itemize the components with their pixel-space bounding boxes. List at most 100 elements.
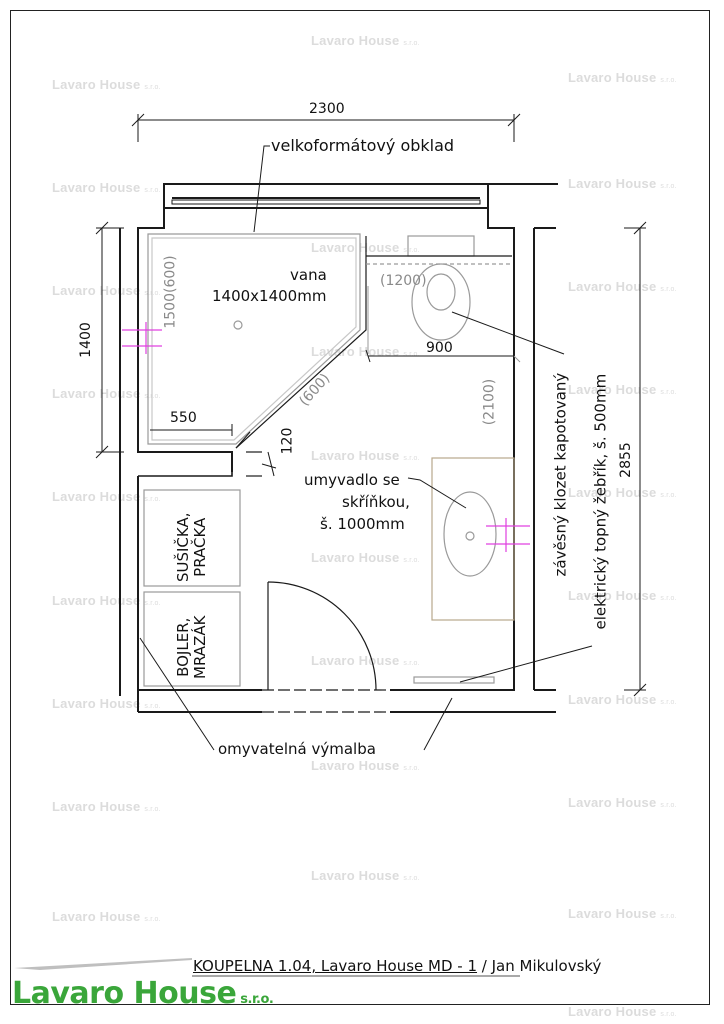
label-basin-1: umyvadlo se: [304, 471, 400, 489]
label-heater-note: elektrický topný žebřík, š. 500mm: [591, 373, 610, 630]
watermark-suffix: s.r.o.: [660, 389, 677, 396]
label-dryer-1: SUŠIČKA,: [173, 512, 192, 583]
leader-paint-left: [139, 637, 215, 751]
title-author: Jan Mikulovský: [491, 957, 602, 975]
watermark-suffix: s.r.o.: [144, 806, 161, 813]
watermark-name: Lavaro House: [568, 795, 657, 810]
watermark-name: Lavaro House: [52, 696, 141, 711]
boiler-cabinet: [143, 591, 241, 687]
label-dryer-2: PRAČKA: [191, 517, 209, 577]
title-separator: /: [477, 957, 492, 975]
watermark-name: Lavaro House: [52, 593, 141, 608]
watermark-name: Lavaro House: [311, 868, 400, 883]
watermark-name: Lavaro House: [568, 485, 657, 500]
footer-swoosh: [14, 958, 192, 970]
watermark-name: Lavaro House: [311, 33, 400, 48]
watermark-suffix: s.r.o.: [144, 600, 161, 607]
label-dryer: SUŠIČKA, PRAČKA: [173, 491, 210, 603]
label-boiler: BOJLER, MRAZÁK: [174, 591, 210, 703]
watermark-name: Lavaro House: [311, 448, 400, 463]
drawing-frame: [10, 10, 710, 1005]
partition: [138, 472, 233, 477]
watermark-name: Lavaro House: [568, 176, 657, 191]
label-paint: omyvatelná výmalba: [218, 740, 376, 758]
heater: [413, 676, 495, 684]
leader-wc: [451, 311, 565, 355]
dim-tub-side: 1500(600): [162, 255, 179, 329]
leader-heater: [459, 645, 593, 683]
label-tub-title: vana: [290, 266, 327, 284]
watermark-name: Lavaro House: [311, 240, 400, 255]
toilet: [366, 235, 512, 341]
watermark-suffix: s.r.o.: [403, 875, 420, 882]
door: [262, 581, 390, 713]
watermark-suffix: s.r.o.: [660, 913, 677, 920]
label-wc-note: závěsný klozet kapotovaný: [551, 372, 570, 577]
label-boiler-2: MRAZÁK: [191, 615, 209, 679]
dim-height-left: 1400: [77, 322, 94, 358]
watermark-name: Lavaro House: [52, 180, 141, 195]
dim-overall-width: 2300: [309, 101, 345, 117]
watermark-suffix: s.r.o.: [144, 703, 161, 710]
watermark-name: Lavaro House: [52, 77, 141, 92]
watermark-suffix: s.r.o.: [403, 557, 420, 564]
logo-name: Lavaro House: [12, 976, 237, 1011]
wall-inner-upper-left: [137, 208, 233, 472]
tub-drain: [233, 320, 243, 330]
wall-inner-right: [390, 208, 515, 691]
dryer-cabinet: [143, 489, 241, 587]
watermark-suffix: s.r.o.: [144, 187, 161, 194]
watermark-suffix: s.r.o.: [660, 1011, 677, 1018]
dim-wc-depth: (1200): [380, 273, 427, 289]
watermark-suffix: s.r.o.: [144, 84, 161, 91]
dim-gap: 120: [279, 427, 296, 455]
leader-basin: [407, 477, 467, 509]
bathtub: [147, 233, 361, 445]
watermark-name: Lavaro House: [568, 279, 657, 294]
watermark-name: Lavaro House: [52, 799, 141, 814]
watermark-name: Lavaro House: [52, 909, 141, 924]
watermark-suffix: s.r.o.: [660, 492, 677, 499]
label-tub-size: 1400x1400mm: [212, 287, 327, 305]
watermark-name: Lavaro House: [311, 653, 400, 668]
dim-height-right: 2855: [617, 442, 634, 478]
watermark-name: Lavaro House: [568, 906, 657, 921]
watermark-suffix: s.r.o.: [403, 765, 420, 772]
watermark-suffix: s.r.o.: [403, 455, 420, 462]
logo-suffix: s.r.o.: [240, 992, 274, 1007]
watermark-name: Lavaro House: [568, 588, 657, 603]
vanity: [431, 457, 515, 621]
watermark-suffix: s.r.o.: [660, 802, 677, 809]
label-basin-2: skříňkou,: [342, 493, 410, 511]
watermark-suffix: s.r.o.: [144, 496, 161, 503]
watermark-suffix: s.r.o.: [660, 286, 677, 293]
dim-wc-width: 900: [426, 340, 453, 356]
watermark-suffix: s.r.o.: [660, 595, 677, 602]
title-block: KOUPELNA 1.04, Lavaro House MD - 1 / Jan…: [193, 957, 601, 975]
watermark-suffix: s.r.o.: [403, 351, 420, 358]
watermark-name: Lavaro House: [568, 70, 657, 85]
title-room: KOUPELNA 1.04, Lavaro House MD - 1: [193, 957, 478, 975]
leader-paint-right: [423, 697, 453, 751]
label-cladding: velkoformátový obklad: [271, 136, 455, 155]
watermark-name: Lavaro House: [568, 382, 657, 397]
